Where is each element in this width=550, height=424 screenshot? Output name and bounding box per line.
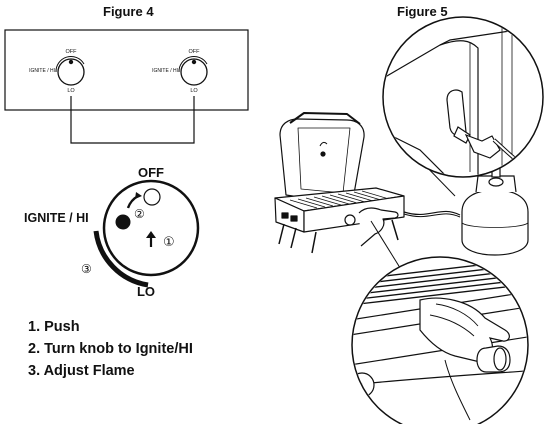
hose-connection-callout bbox=[382, 16, 544, 178]
marker-2: ② bbox=[134, 207, 145, 221]
grill-illustration bbox=[274, 112, 405, 254]
step-2: 2. Turn knob to Ignite/HI bbox=[28, 341, 193, 357]
panel-knob-left-lo-label: LO bbox=[67, 88, 75, 94]
panel-knob-right-lo-label: LO bbox=[190, 88, 198, 94]
big-knob-off-label: OFF bbox=[138, 165, 164, 180]
valve-fitting bbox=[453, 126, 471, 144]
figure-4-title: Figure 4 bbox=[103, 4, 154, 19]
big-knob-ignite-label: IGNITE / HI bbox=[24, 211, 89, 225]
knob-body bbox=[102, 179, 200, 277]
step-3: 3. Adjust Flame bbox=[28, 363, 135, 379]
panel-knob-left-off-label: OFF bbox=[66, 49, 78, 55]
grill-front-panel bbox=[303, 195, 405, 233]
step-1: 1. Push bbox=[28, 319, 80, 335]
control-panel bbox=[4, 29, 249, 111]
big-knob: ① ② ③ OFF IGNITE / HI LO bbox=[24, 165, 200, 299]
instruction-steps: 1. Push 2. Turn knob to Ignite/HI 3. Adj… bbox=[28, 316, 193, 382]
gas-hose bbox=[403, 210, 461, 216]
panel-knob-right-ignite-label: IGNITE / HI bbox=[152, 68, 178, 74]
callout-pointer-bottom bbox=[370, 220, 403, 272]
panel-knob-right: OFF IGNITE / HI LO bbox=[152, 49, 208, 94]
control-panel-frame bbox=[4, 29, 249, 111]
panel-knob-right-off-label: OFF bbox=[189, 49, 201, 55]
panel-knob-left: OFF IGNITE / HI LO bbox=[29, 49, 85, 94]
propane-tank bbox=[461, 167, 529, 256]
off-position-dot bbox=[143, 188, 161, 206]
marker-1: ① bbox=[163, 234, 175, 249]
hand-pushing-knob bbox=[419, 297, 510, 363]
panel-knob-left-ignite-label: IGNITE / HI bbox=[29, 68, 55, 74]
connector-bracket bbox=[70, 96, 195, 144]
ignite-position-dot bbox=[115, 214, 131, 230]
knob-push-callout bbox=[351, 256, 529, 424]
adjust-flame-arc bbox=[93, 230, 149, 288]
marker-3: ③ bbox=[81, 262, 92, 276]
hand-at-knob bbox=[358, 207, 399, 247]
figure-5-title: Figure 5 bbox=[397, 4, 448, 19]
big-knob-lo-label: LO bbox=[137, 284, 155, 299]
